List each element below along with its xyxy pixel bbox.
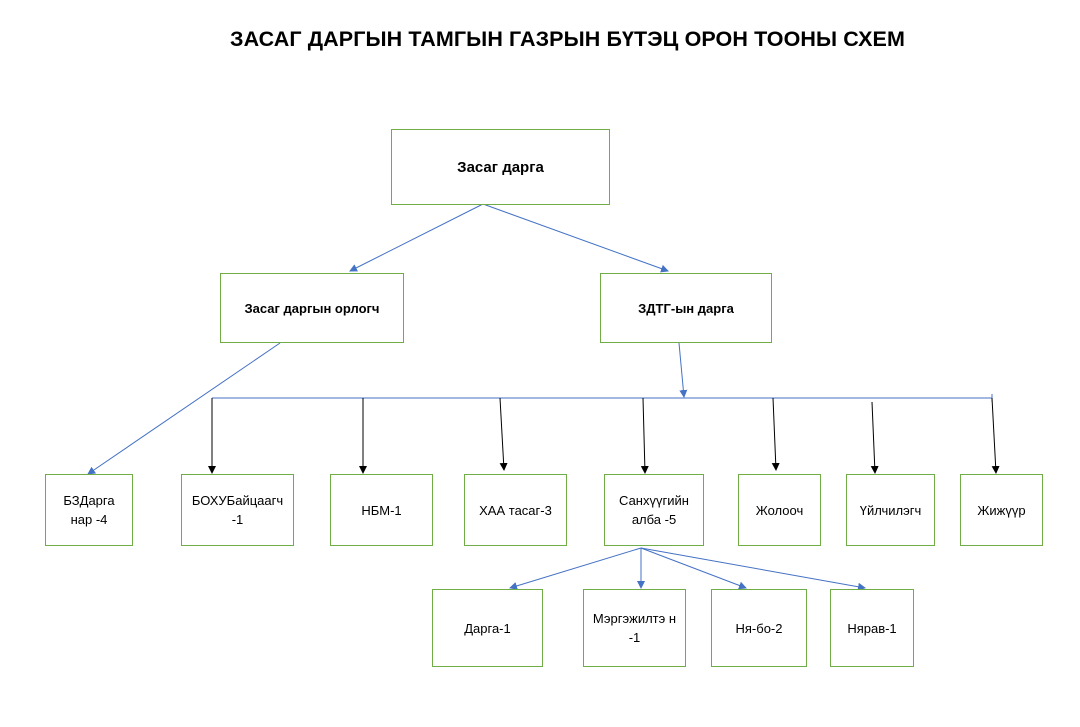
node-deputy: Засаг даргын орлогч — [220, 273, 404, 343]
node-service-worker: Үйлчилэгч — [846, 474, 935, 546]
drop-finance — [640, 397, 649, 474]
node-storekeeper: Нярав-1 — [830, 589, 914, 667]
node-specialist: Мэргэжилтэ н -1 — [583, 589, 686, 667]
node-bohu-inspector: БОХУБайцаагч -1 — [181, 474, 294, 546]
node-office-head: ЗДТГ-ын дарга — [600, 273, 772, 343]
node-finance-unit: Санхүүгийн алба -5 — [604, 474, 704, 546]
node-caretaker: Жижүүр — [960, 474, 1043, 546]
line-governor-to-deputy — [349, 203, 484, 272]
node-driver: Жолооч — [738, 474, 821, 546]
node-haa-section: ХАА тасаг-3 — [464, 474, 567, 546]
node-accountant: Ня-бо-2 — [711, 589, 807, 667]
diagram-title: ЗАСАГ ДАРГЫН ТАМГЫН ГАЗРЫН БҮТЭЦ ОРОН ТО… — [230, 27, 905, 51]
line-deputy-to-bz — [87, 342, 281, 475]
line-finance-to-accountant — [640, 547, 747, 590]
line-finance-to-storekeeper — [640, 547, 866, 591]
drop-service — [870, 401, 879, 474]
node-nbm: НБМ-1 — [330, 474, 433, 546]
node-finance-head: Дарга-1 — [432, 589, 543, 667]
line-finance-to-head — [509, 547, 642, 590]
drop-haa — [499, 397, 508, 471]
line-governor-to-office-head — [482, 203, 669, 273]
node-governor: Засаг дарга — [391, 129, 610, 205]
node-bz-heads: БЗДарга нар -4 — [45, 474, 133, 546]
drop-driver — [771, 397, 780, 471]
line-office-head-to-bus — [678, 342, 688, 398]
drop-caretaker — [991, 397, 1000, 474]
